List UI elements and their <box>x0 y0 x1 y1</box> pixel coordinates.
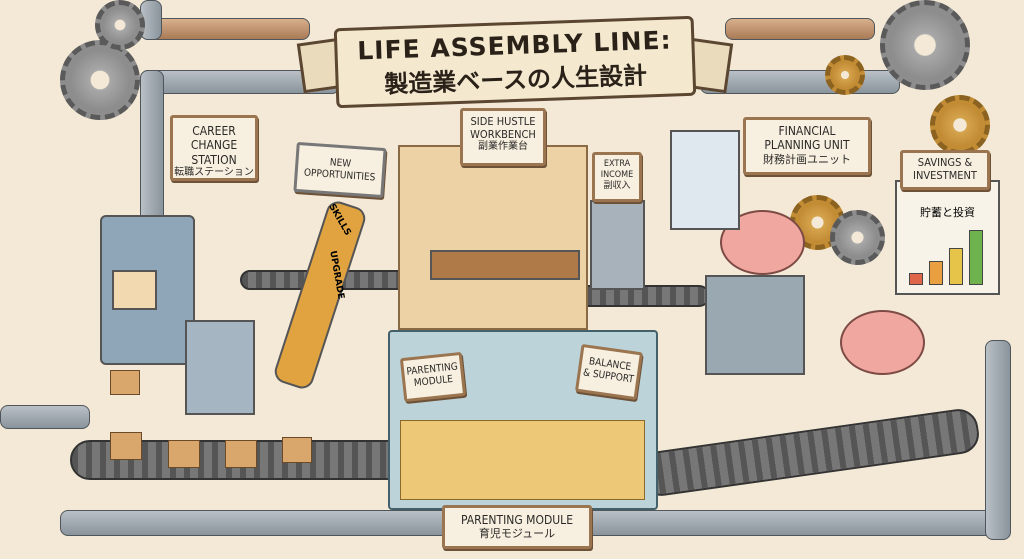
savings-bar <box>949 248 963 285</box>
sign-text-jp: 転職ステーション <box>174 167 254 179</box>
piggy-bank <box>720 210 805 275</box>
robot-arm <box>271 198 369 392</box>
gear-icon <box>60 40 140 120</box>
sign-text: CAREER CHANGE <box>190 124 238 153</box>
sign-text-jp: 育児モジュール <box>478 527 556 541</box>
side-hustle-sign: SIDE HUSTLE WORKBENCH 副業作業台 <box>460 108 546 166</box>
upper-pipe-right <box>700 70 900 94</box>
sign-text: EXTRA <box>603 159 631 169</box>
savings-bar <box>929 260 943 285</box>
workbench <box>430 250 580 280</box>
right-vertical-pipe <box>985 340 1011 540</box>
sign-text-jp: 副収入 <box>603 180 631 191</box>
sign-text: PARENTING MODULE <box>460 513 574 527</box>
control-panel <box>185 320 255 415</box>
balance-support-sign: BALANCE & SUPPORT <box>574 343 644 401</box>
savings-jp-label: 貯蓄と投資 <box>920 206 975 219</box>
machine-screen <box>112 270 157 310</box>
package-box <box>225 440 257 468</box>
side-hustle-room <box>398 145 588 330</box>
savings-board: 貯蓄と投資 <box>895 180 1000 295</box>
savings-bar-chart <box>909 225 989 285</box>
conveyor-belt <box>638 406 982 499</box>
new-opportunities-sign: NEW OPPORTUNITIES <box>293 141 387 199</box>
gear-icon <box>880 0 970 90</box>
gear-icon <box>830 210 885 265</box>
sign-text: SIDE HUSTLE <box>470 115 536 128</box>
sign-text-jp: 副業作業台 <box>478 141 528 153</box>
financial-planning-sign: FINANCIAL PLANNING UNIT 財務計画ユニット <box>743 117 871 175</box>
sign-text: PLANNING UNIT <box>764 138 850 153</box>
sign-text: STATION <box>191 152 237 167</box>
sign-text: WORKBENCH <box>470 128 536 142</box>
gear-icon <box>825 55 865 95</box>
chart-board <box>670 130 740 230</box>
package-box <box>110 432 142 460</box>
package-box <box>110 370 140 395</box>
bottom-pipe-left <box>0 405 90 429</box>
sign-text: SAVINGS & <box>917 156 973 169</box>
package-box <box>168 440 200 468</box>
career-change-sign: CAREER CHANGE STATION 転職ステーション <box>170 115 258 181</box>
play-floor <box>400 420 645 500</box>
parenting-module-sign: PARENTING MODULE 育児モジュール <box>442 505 592 549</box>
extra-income-sign: EXTRA INCOME 副収入 <box>592 152 642 202</box>
gear-icon <box>95 0 145 50</box>
savings-investment-sign: SAVINGS & INVESTMENT <box>900 150 990 190</box>
sign-text: INVESTMENT <box>913 169 977 183</box>
gear-icon <box>930 95 990 155</box>
press-machine <box>590 200 645 290</box>
piggy-bank <box>840 310 925 375</box>
savings-bar <box>969 230 983 285</box>
title-banner: LIFE ASSEMBLY LINE: 製造業ベースの人生設計 <box>333 15 697 109</box>
savings-bar <box>909 272 923 285</box>
parenting-wall-sign: PARENTING MODULE <box>399 351 467 403</box>
package-box <box>282 437 312 463</box>
financial-machine <box>705 275 805 375</box>
top-pipe-right <box>725 18 875 40</box>
sign-text: INCOME <box>600 169 634 180</box>
top-pipe-left <box>140 18 310 40</box>
sign-text-jp: 財務計画ユニット <box>763 152 851 166</box>
sign-text: FINANCIAL <box>778 124 836 138</box>
